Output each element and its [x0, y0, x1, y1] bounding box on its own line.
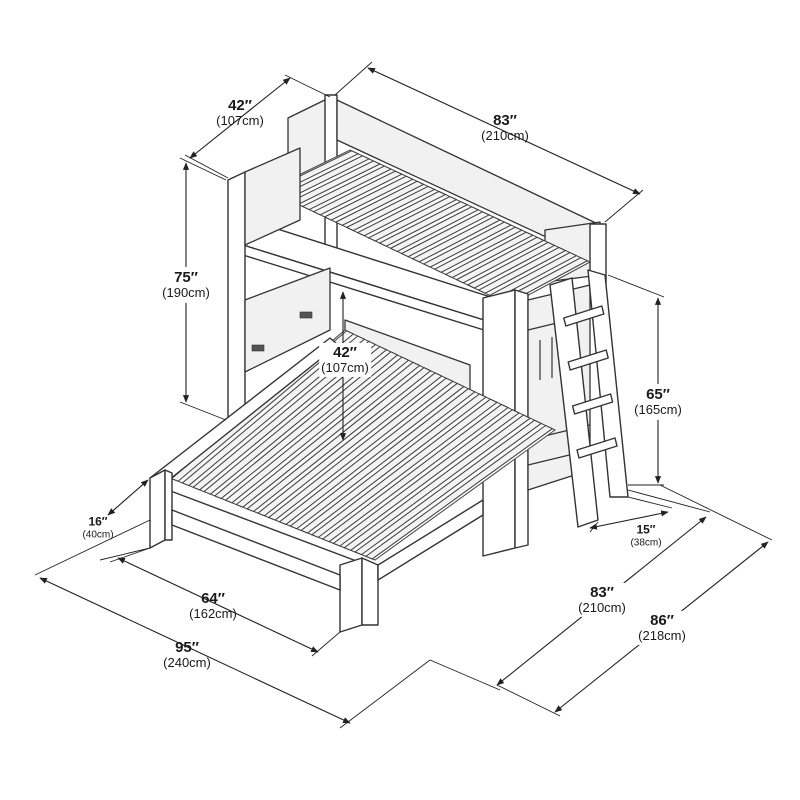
label-bottom-width: 64″ (162cm): [189, 590, 237, 622]
label-clearance-value: 42″: [333, 343, 357, 361]
lower-slat: [310, 398, 498, 538]
label-ladder-height: 65″ (165cm): [634, 383, 682, 421]
label-top-width-value: 42″: [228, 96, 252, 114]
label-bottom-height-metric: (40cm): [82, 529, 114, 541]
lower-slat: [213, 351, 399, 500]
lower-foot-right-post: [339, 557, 363, 633]
upper-left-end-panel: [244, 147, 301, 246]
label-bottom-width-metric: (162cm): [189, 606, 237, 622]
label-total-height-value: 75″: [174, 268, 198, 286]
label-ladder-height-metric: (165cm): [634, 402, 682, 418]
upper-slat: [367, 196, 458, 242]
label-frame-length-value: 83″: [590, 583, 614, 601]
lower-slat: [246, 367, 432, 513]
left-side-lower-panel: [244, 267, 331, 373]
upper-slat: [455, 236, 545, 284]
label-top-width-metric: (107cm): [216, 113, 264, 129]
upper-slat: [389, 206, 480, 252]
label-total-height: 75″ (190cm): [162, 266, 210, 304]
ladder-rung: [563, 305, 605, 327]
lower-slat: [278, 382, 465, 525]
lower-slat: [321, 403, 509, 543]
upper-slat: [411, 216, 502, 263]
upper-slat: [422, 221, 513, 268]
upper-slat: [356, 190, 447, 237]
label-clearance-metric: (107cm): [321, 360, 369, 376]
lower-right-rail: [377, 499, 484, 581]
lower-slat: [181, 335, 366, 487]
label-total-depth: 86″ (218cm): [635, 610, 689, 646]
lower-slats: [170, 330, 554, 560]
label-total-length-metric: (240cm): [163, 655, 211, 671]
label-total-depth-metric: (218cm): [638, 628, 686, 644]
upper-slat: [433, 226, 523, 273]
label-total-depth-value: 86″: [650, 611, 674, 629]
label-clearance: 42″ (107cm): [319, 342, 371, 378]
label-ladder-depth: 15″ (38cm): [630, 522, 662, 549]
lower-slat: [354, 419, 543, 556]
label-bottom-height: 16″ (40cm): [82, 514, 114, 541]
upper-slat: [378, 201, 469, 247]
lower-foot-left-post-side: [164, 469, 173, 541]
label-top-length-metric: (210cm): [481, 128, 529, 144]
label-bottom-height-value: 16″: [88, 514, 108, 529]
upper-slat: [466, 241, 556, 289]
lower-slat: [235, 361, 421, 508]
lower-slat: [267, 377, 454, 521]
label-ladder-depth-value: 15″: [636, 522, 656, 537]
lower-foot-left-post: [149, 469, 166, 549]
upper-slat: [444, 231, 534, 279]
lower-bed: [149, 319, 556, 633]
label-total-length-value: 95″: [175, 638, 199, 656]
lower-slat: [289, 388, 476, 530]
ladder-rungs: [563, 305, 618, 459]
lower-slat: [332, 409, 521, 547]
lower-slat: [300, 393, 487, 534]
label-frame-length: 83″ (210cm): [575, 582, 629, 618]
ladder-rung: [567, 349, 609, 371]
left-side-bracket: [251, 344, 265, 352]
lower-slat: [256, 372, 443, 517]
label-ladder-height-value: 65″: [646, 385, 670, 403]
label-ladder-depth-metric: (38cm): [630, 537, 662, 549]
upper-slat: [477, 246, 567, 294]
ladder-rung: [571, 393, 614, 415]
lower-foot-right-post-side: [361, 557, 379, 626]
left-side-bracket-2: [299, 311, 313, 319]
lower-slat: [364, 424, 554, 560]
ladder-rung: [576, 437, 618, 459]
label-top-length: 83″ (210cm): [481, 112, 529, 144]
ladder-right-rail: [587, 269, 629, 498]
label-total-length: 95″ (240cm): [163, 639, 211, 671]
label-bottom-width-value: 64″: [201, 589, 225, 607]
label-top-length-value: 83″: [493, 111, 517, 129]
lower-slat: [192, 340, 377, 491]
upper-slat: [400, 211, 491, 258]
lower-slat: [343, 414, 532, 551]
label-top-width: 42″ (107cm): [216, 97, 264, 129]
label-total-height-metric: (190cm): [162, 285, 210, 301]
left-front-post: [227, 171, 246, 421]
label-frame-length-metric: (210cm): [578, 600, 626, 616]
